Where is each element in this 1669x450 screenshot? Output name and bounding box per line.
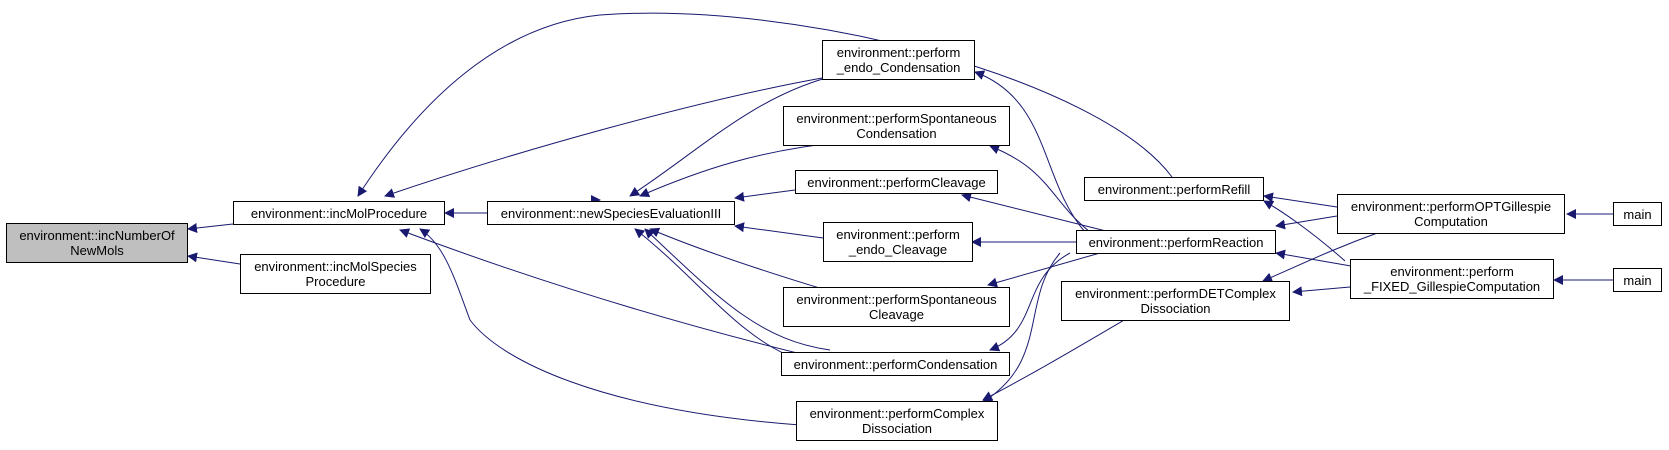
edge-perform_endo_Condensation-to-incMolProcedure xyxy=(384,77,823,198)
node-performRefill[interactable]: environment::performRefill xyxy=(1084,177,1264,201)
edge-performComplexDissociation-to-incMolProcedure xyxy=(419,228,801,426)
edge-performRefill-to-incMolProcedure xyxy=(357,12,1173,197)
edge-performOPTGillespieComputation-to-performDETComplexDissociation xyxy=(1262,231,1381,283)
edge-performReaction-to-performSpontaneousCleavage xyxy=(987,252,1101,288)
node-incMolSpeciesProcedure[interactable]: environment::incMolSpecies Procedure xyxy=(240,254,431,294)
edge-performReaction-to-perform_endo_Condensation xyxy=(974,70,1086,233)
node-performDETComplexDissociation[interactable]: environment::performDETComplex Dissociat… xyxy=(1061,281,1290,321)
node-newSpeciesEvaluationIII[interactable]: environment::newSpeciesEvaluationIII xyxy=(487,201,735,225)
node-main-2[interactable]: main xyxy=(1613,268,1662,292)
edge-perform_FIXED_GillespieComputation-to-performReaction xyxy=(1275,249,1352,267)
edge-incMolProcedure-to-incNumberOfNewMols xyxy=(187,223,234,233)
edge-performCondensation-to-incMolProcedure xyxy=(399,228,827,361)
edge-performOPTGillespieComputation-to-performReaction xyxy=(1275,215,1338,230)
node-perform_endo_Cleavage[interactable]: environment::perform _endo_Cleavage xyxy=(823,222,973,262)
node-perform_FIXED_GillespieComputation[interactable]: environment::perform _FIXED_GillespieCom… xyxy=(1350,259,1554,299)
edge-perform_FIXED_GillespieComputation-to-performDETComplexDissociation xyxy=(1292,286,1351,297)
edge-performCondensation-to-newSpeciesEvaluationIII xyxy=(644,228,831,351)
edge-performOPTGillespieComputation-to-performRefill xyxy=(1263,192,1338,208)
node-perform_endo_Condensation[interactable]: environment::perform _endo_Condensation xyxy=(822,40,975,80)
edge-performReaction-to-performCleavage xyxy=(961,192,1111,233)
edge-performReaction-to-performComplexDissociation xyxy=(982,252,1061,403)
node-performSpontaneousCleavage[interactable]: environment::performSpontaneous Cleavage xyxy=(783,287,1010,327)
node-performCleavage[interactable]: environment::performCleavage xyxy=(795,170,998,194)
edge-perform_endo_Condensation-to-newSpeciesEvaluationIII xyxy=(629,77,827,197)
node-incMolProcedure[interactable]: environment::incMolProcedure xyxy=(233,201,445,225)
edge-performCondensation2-to-newSpeciesEvaluationIII xyxy=(634,228,801,361)
edge-performSpontaneousCleavage-to-newSpeciesEvaluationIII xyxy=(649,227,827,291)
node-performComplexDissociation[interactable]: environment::performComplex Dissociation xyxy=(796,401,998,441)
edge-performReaction-to-performCondensation xyxy=(989,252,1071,352)
node-performOPTGillespieComputation[interactable]: environment::performOPTGillespie Computa… xyxy=(1337,194,1565,234)
node-performReaction[interactable]: environment::performReaction xyxy=(1076,230,1276,254)
node-main-1[interactable]: main xyxy=(1613,202,1662,226)
edge-performReaction-to-performSpontaneousCondensation xyxy=(989,144,1091,233)
node-performCondensation[interactable]: environment::performCondensation xyxy=(781,352,1010,376)
edge-perform_endo_Cleavage-to-newSpeciesEvaluationIII xyxy=(734,222,824,239)
edge-performCleavage-to-newSpeciesEvaluationIII xyxy=(734,189,796,202)
node-incNumberOfNewMols: environment::incNumberOf NewMols xyxy=(6,223,188,263)
edge-incMolSpeciesProcedure-to-incNumberOfNewMols xyxy=(187,252,241,265)
node-performSpontaneousCondensation[interactable]: environment::performSpontaneous Condensa… xyxy=(783,106,1010,146)
